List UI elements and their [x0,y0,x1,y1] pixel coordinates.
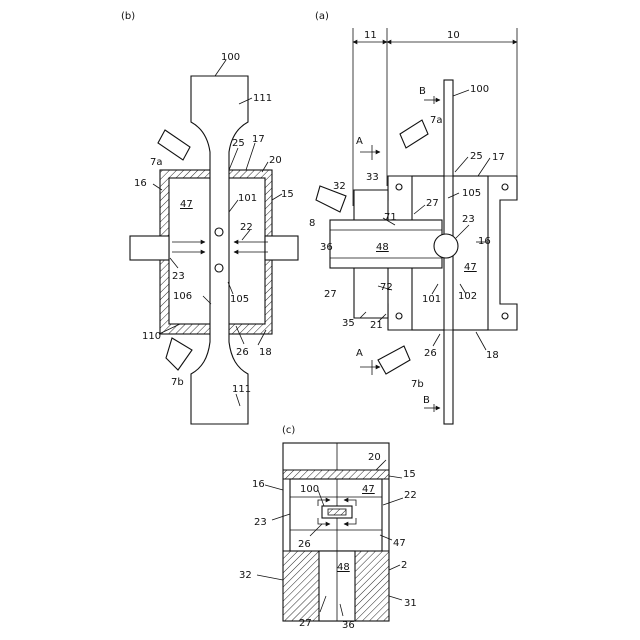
label-27-bottom: 27 [324,289,337,300]
label-7a: 7a [430,115,443,126]
label-18: 18 [259,347,272,358]
label-47-top: 47 [362,484,375,495]
label-26: 26 [298,539,311,550]
label-17: 17 [252,134,265,145]
label-106: 106 [173,291,192,302]
label-8: 8 [309,218,315,229]
label-22: 22 [404,490,417,501]
nozzle-7b [166,338,192,370]
label-17: 17 [492,152,505,163]
label-36: 36 [320,242,333,253]
label-A-top: A [356,136,363,147]
label-48: 48 [376,242,389,253]
label-25: 25 [470,151,483,162]
label-20: 20 [269,155,282,166]
figure-a: 11 10 [309,28,517,424]
label-2: 2 [401,560,407,571]
panel-label-c: (c) [282,425,295,436]
figure-b: 100 111 7a 25 17 20 16 15 47 101 22 23 1… [130,52,298,424]
label-16: 16 [478,236,491,247]
label-105: 105 [462,188,481,199]
label-7b: 7b [411,379,424,390]
label-23: 23 [254,517,267,528]
label-110: 110 [142,331,161,342]
label-18: 18 [486,350,499,361]
label-33: 33 [366,172,379,183]
label-27-top: 27 [426,198,439,209]
label-A-bottom: A [356,348,363,359]
label-26: 26 [236,347,249,358]
pipe-right [265,236,298,260]
label-7b: 7b [171,377,184,388]
label-111-top: 111 [253,93,272,104]
port-23 [434,234,458,258]
label-22: 22 [240,222,253,233]
label-71: 71 [384,212,397,223]
dim-10: 10 [447,30,460,41]
label-105: 105 [230,294,249,305]
label-47-right: 47 [393,538,406,549]
label-15: 15 [403,469,416,480]
panel-label-b: (b) [121,11,135,22]
label-26: 26 [424,348,437,359]
label-48: 48 [337,562,350,573]
figure-c: 20 15 16 100 47 22 23 26 47 32 48 2 31 2… [239,443,417,631]
label-7a: 7a [150,157,163,168]
nozzle-7a [400,120,428,148]
label-15: 15 [281,189,294,200]
label-100: 100 [221,52,240,63]
label-102: 102 [458,291,477,302]
label-100: 100 [300,484,319,495]
label-21: 21 [370,320,383,331]
nozzle-7b [378,346,410,374]
label-35: 35 [342,318,355,329]
label-20: 20 [368,452,381,463]
panel-label-a: (a) [315,11,329,22]
label-23: 23 [172,271,185,282]
label-23: 23 [462,214,475,225]
dim-11: 11 [364,30,377,41]
label-101: 101 [422,294,441,305]
label-100: 100 [470,84,489,95]
label-16: 16 [134,178,147,189]
label-32: 32 [239,570,252,581]
label-25: 25 [232,138,245,149]
label-72: 72 [380,282,393,293]
label-32: 32 [333,181,346,192]
label-101: 101 [238,193,257,204]
label-36: 36 [342,620,355,631]
pipe-left [130,236,169,260]
label-47: 47 [180,199,193,210]
label-27: 27 [299,618,312,629]
label-31: 31 [404,598,417,609]
label-B-top: B [419,86,426,97]
label-16: 16 [252,479,265,490]
label-47: 47 [464,262,477,273]
label-111-bottom: 111 [232,384,251,395]
label-B-bottom: B [423,395,430,406]
nozzle-7a [158,130,190,160]
